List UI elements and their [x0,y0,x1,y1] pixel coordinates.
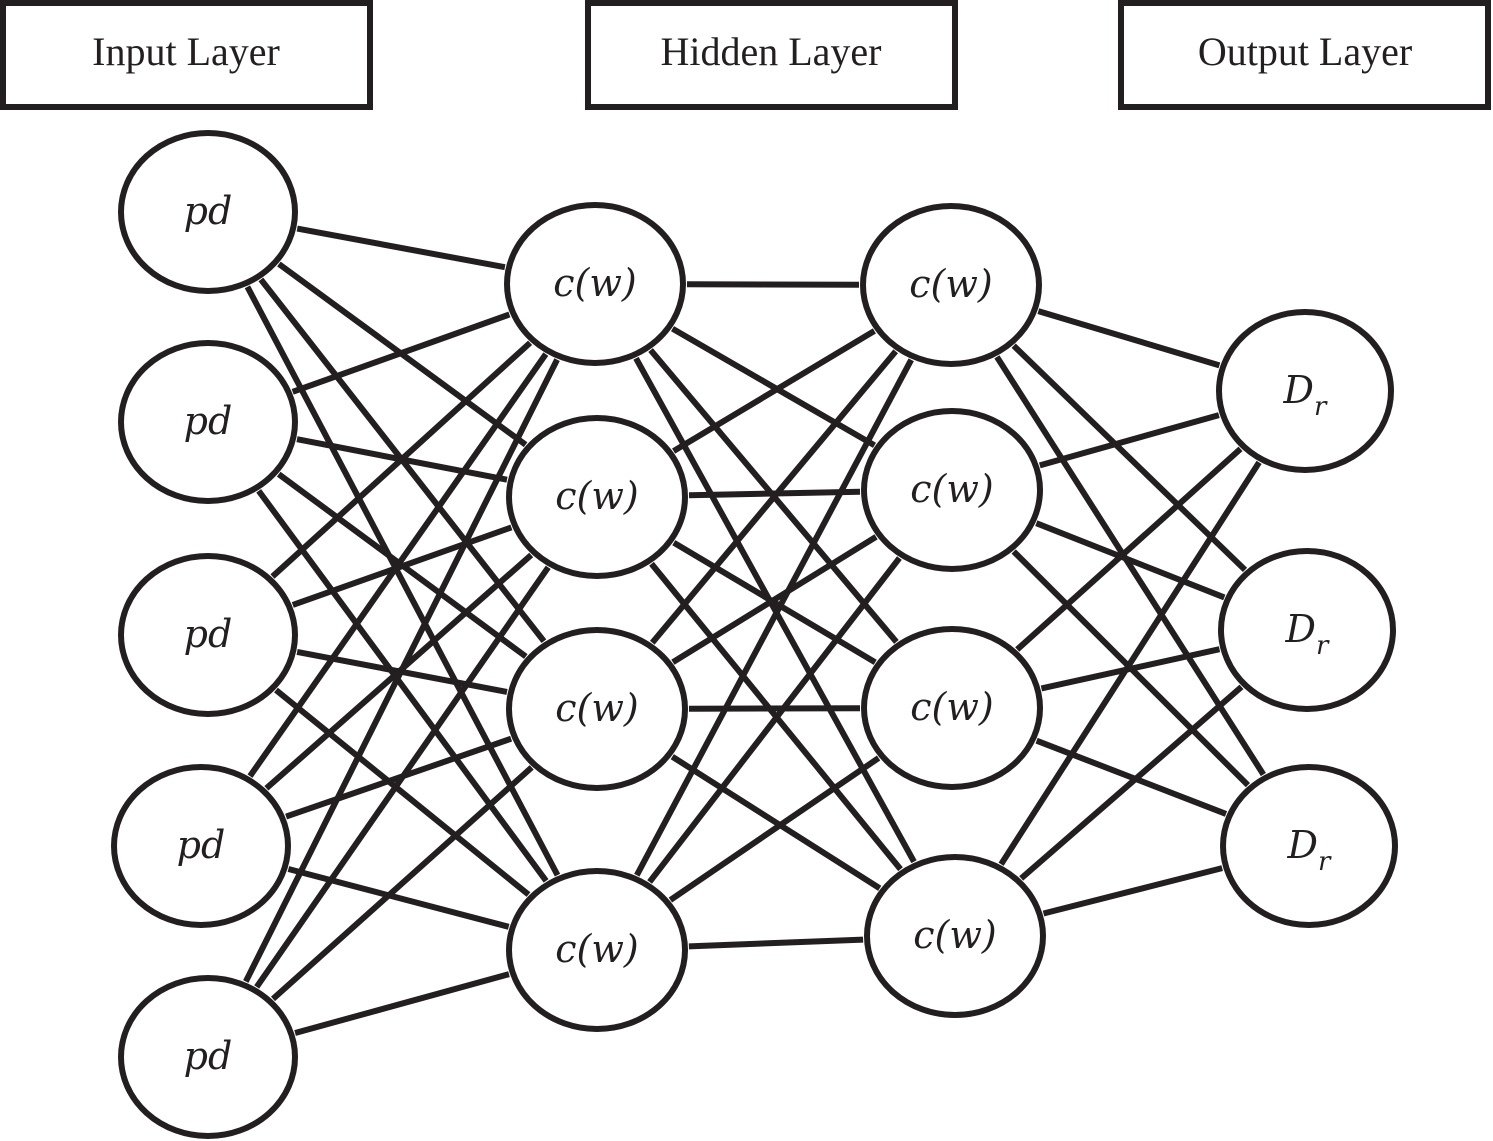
connection-hidden1-4-to-hidden2-4 [688,936,864,950]
connection-hidden2-2-to-output-1 [1038,412,1220,469]
input-node-4: pd [111,764,291,928]
hidden-layer-header: Hidden Layer [585,0,958,110]
hidden2-node-label: c(w) [909,262,992,306]
hidden2-node-2: c(w) [861,408,1043,572]
input-layer-header: Input Layer [0,0,373,110]
connection-input-2-to-hidden1-4 [256,489,549,883]
connection-input-4-to-hidden1-4 [287,866,510,930]
input-node-label: pd [184,612,233,656]
hidden1-node-3: c(w) [506,627,688,791]
hidden2-node-circle [861,408,1043,572]
input-node-1: pd [118,130,298,294]
hidden2-node-1: c(w) [860,203,1042,367]
connection-hidden1-4-to-hidden2-2 [647,556,902,884]
connections [243,225,1266,1036]
output-node-subscript: r [1318,847,1332,877]
input-node-5: pd [118,975,298,1139]
hidden2-node-4: c(w) [864,854,1046,1018]
output-node-1: Dr [1216,309,1394,473]
connection-hidden2-4-to-output-3 [1042,865,1223,917]
hidden2-node-circle [860,203,1042,367]
connection-input-5-to-hidden1-1 [243,358,560,983]
hidden2-node-label: c(w) [910,685,993,729]
hidden1-node-label: c(w) [553,261,636,305]
hidden2-node-circle [861,626,1043,790]
input-node-circle [111,764,291,928]
connection-input-3-to-hidden1-1 [270,340,533,579]
connection-hidden2-4-to-output-1 [998,460,1262,866]
hidden2-node-label: c(w) [913,913,996,957]
input-node-circle [118,130,298,294]
output-node-circle [1216,309,1394,473]
connection-hidden1-2-to-hidden2-1 [672,328,876,454]
connection-hidden2-4-to-output-2 [1019,684,1244,881]
hidden1-node-circle [506,868,688,1032]
hidden-layer-box [585,0,958,110]
hidden2-node-label: c(w) [910,467,993,511]
hidden1-node-circle [506,415,688,579]
hidden1-node-1: c(w) [504,202,686,366]
connection-input-4-to-hidden1-1 [247,352,549,778]
connection-hidden2-1-to-output-2 [1011,343,1248,573]
input-node-circle [118,340,298,504]
connection-input-1-to-hidden1-4 [244,285,561,877]
hidden2-node-circle [864,854,1046,1018]
connection-hidden2-3-to-output-2 [1040,646,1221,692]
input-node-circle [118,975,298,1139]
connection-hidden1-3-to-hidden2-4 [670,754,882,891]
hidden1-node-4: c(w) [506,868,688,1032]
connection-input-5-to-hidden1-4 [294,971,510,1036]
connection-hidden1-4-to-hidden2-1 [634,358,914,877]
hidden1-node-circle [506,627,688,791]
output-layer-box [1118,0,1491,110]
hidden1-node-label: c(w) [555,686,638,730]
input-node-3: pd [118,553,298,717]
input-layer-box [0,0,373,110]
output-node-subscript: r [1316,631,1330,661]
connection-hidden2-3-to-output-3 [1035,737,1228,817]
output-layer-header: Output Layer [1118,0,1491,110]
output-node-subscript: r [1314,392,1328,422]
connection-input-3-to-hidden1-4 [274,687,531,897]
input-node-label: pd [184,189,233,233]
connection-hidden1-3-to-hidden2-2 [671,534,878,665]
output-node-2: Dr [1218,548,1396,712]
input-layer-title: Input Layer [92,29,280,74]
output-node-3: Dr [1220,764,1398,928]
input-node-2: pd [118,340,298,504]
connection-hidden1-1-to-hidden2-2 [671,326,876,448]
connection-hidden2-1-to-output-1 [1037,308,1221,369]
connection-input-5-to-hidden1-3 [270,765,534,1002]
hidden1-node-circle [504,202,686,366]
input-node-label: pd [184,1034,233,1078]
nodes: pd pd pd pd pd c(w) c(w) c(w) c(w) c(w) c(w) c(w) c(… [111,130,1398,1139]
input-node-circle [118,553,298,717]
input-node-label: pd [184,399,233,443]
output-node-circle [1220,764,1398,928]
input-node-label: pd [177,823,226,867]
hidden-layer-title: Hidden Layer [660,29,881,74]
connection-hidden2-2-to-output-2 [1035,520,1226,601]
hidden1-node-label: c(w) [555,474,638,518]
output-layer-title: Output Layer [1198,29,1412,74]
connection-input-1-to-hidden1-1 [296,225,506,271]
connection-input-3-to-hidden1-2 [291,524,513,608]
hidden1-node-2: c(w) [506,415,688,579]
connection-hidden2-3-to-output-1 [1015,446,1243,652]
hidden1-node-label: c(w) [555,927,638,971]
connection-input-5-to-hidden1-2 [254,565,551,989]
hidden2-node-3: c(w) [861,626,1043,790]
connection-hidden1-3-to-hidden2-1 [649,349,899,645]
output-node-circle [1218,548,1396,712]
connection-hidden1-4-to-hidden2-3 [668,755,881,903]
connection-input-2-to-hidden1-1 [291,311,511,395]
